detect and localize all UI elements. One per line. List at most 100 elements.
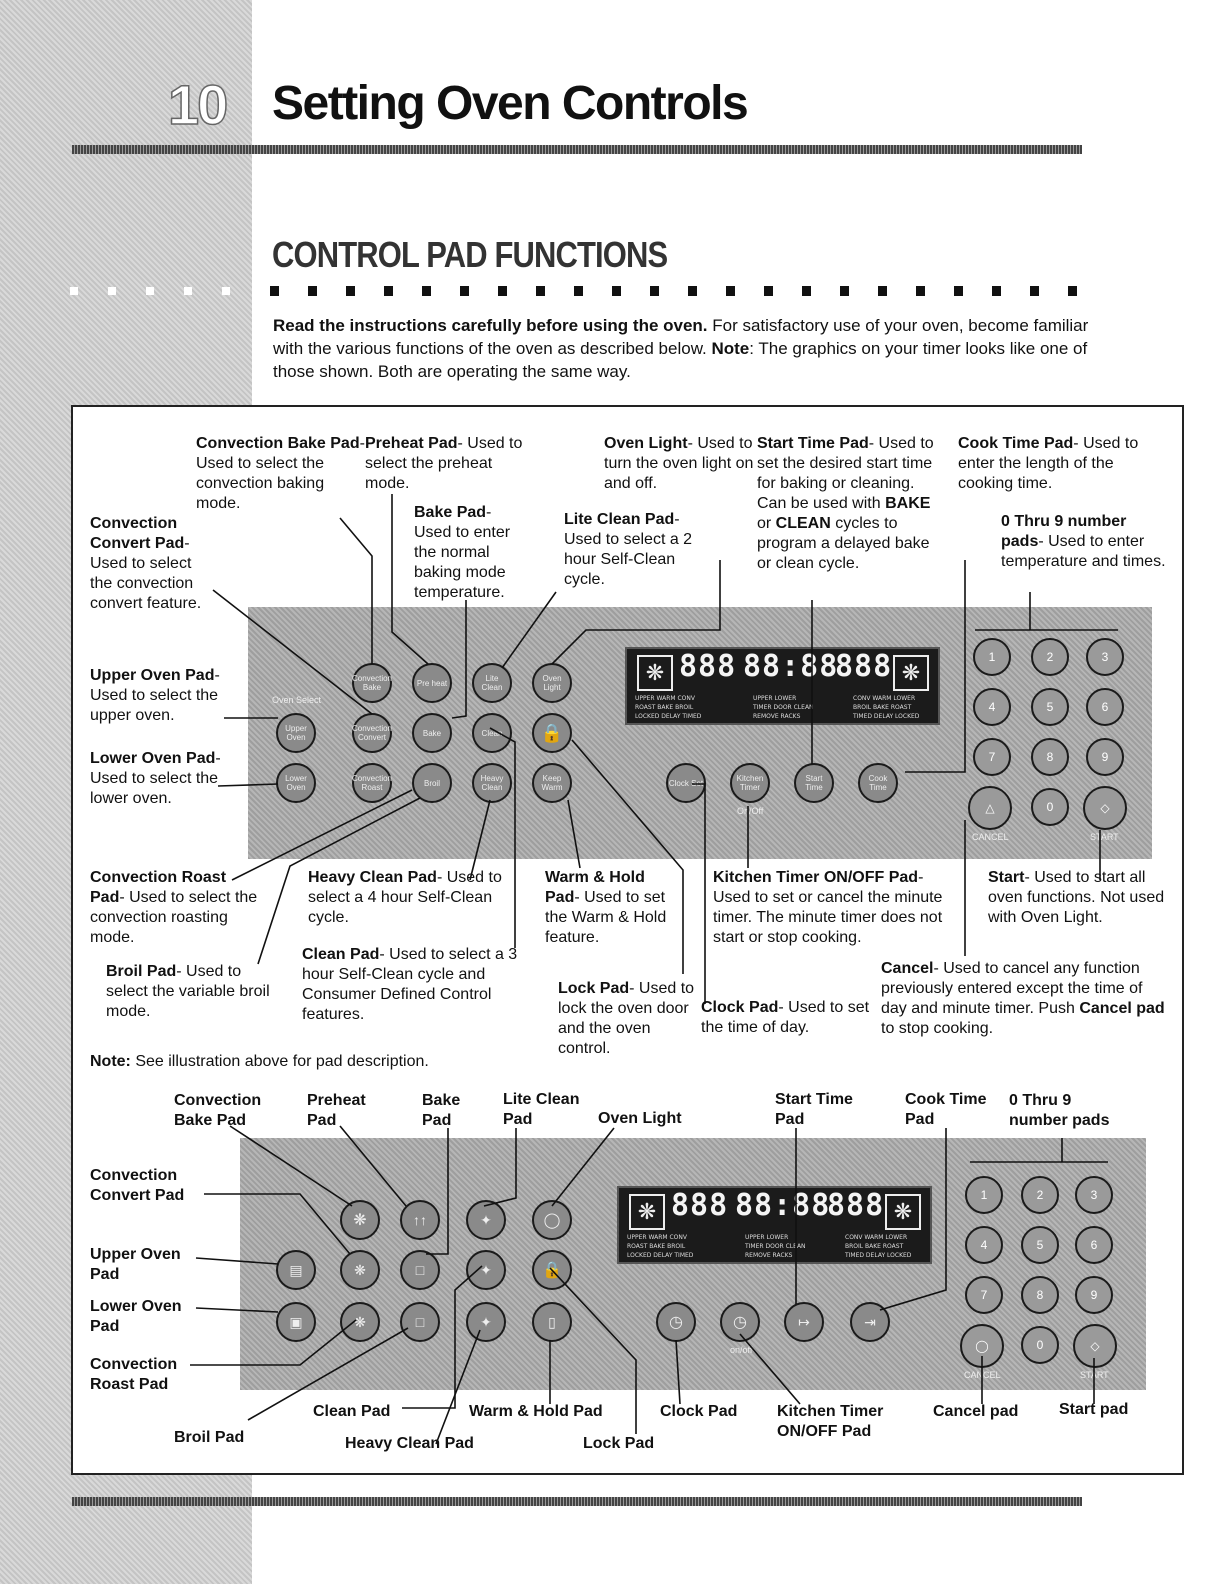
clock-button[interactable]: ◷ <box>656 1302 696 1342</box>
convection-roast-button[interactable]: ❋ <box>340 1302 380 1342</box>
oven-light-button[interactable]: ◯ <box>532 1200 572 1240</box>
number-pad-1[interactable]: 1 <box>965 1176 1003 1214</box>
bake-button[interactable]: □ <box>400 1250 440 1290</box>
number-pad-8[interactable]: 8 <box>1021 1276 1059 1314</box>
label2-warm-hold: Warm & Hold Pad <box>469 1403 603 1420</box>
intro-bold: Read the instructions carefully before u… <box>273 316 708 335</box>
section-dots <box>270 286 1080 296</box>
label-title: Preheat Pad <box>365 435 458 452</box>
label-preheat: Preheat Pad- Used to select the preheat … <box>365 434 525 494</box>
label-title: Start Time Pad <box>757 435 869 452</box>
label-text: - Used to enter the normal baking mode t… <box>414 504 511 601</box>
kitchen-timer-button[interactable]: ◷ <box>720 1302 760 1342</box>
cancel-label: CANCEL <box>972 832 1009 842</box>
number-pad-4[interactable]: 4 <box>973 688 1011 726</box>
label-title: Start <box>988 869 1025 886</box>
label2-bake: Bake Pad <box>422 1092 461 1129</box>
display-label: BROIL BAKE ROAST <box>853 704 912 711</box>
lite-clean-icon: ✦ <box>480 1211 492 1228</box>
label2-clock: Clock Pad <box>660 1403 738 1420</box>
label-kitchen-timer: Kitchen Timer ON/OFF Pad- Used to set or… <box>713 868 948 948</box>
clock-button[interactable]: Clock Set <box>666 763 706 803</box>
display-label: UPPER LOWER <box>745 1234 789 1241</box>
start-button[interactable]: ◇ <box>1083 786 1127 830</box>
convection-roast-button[interactable]: Convection Roast <box>352 763 392 803</box>
broil-button[interactable]: Broil <box>412 763 452 803</box>
label-lower-oven: Lower Oven Pad- Used to select the lower… <box>90 749 222 809</box>
number-pad-6[interactable]: 6 <box>1075 1226 1113 1264</box>
label-text: - Used to select a 2 hour Self-Clean cyc… <box>564 511 693 588</box>
number-pad-4[interactable]: 4 <box>965 1226 1003 1264</box>
number-pad-0[interactable]: 0 <box>1021 1326 1059 1364</box>
number-pad-7[interactable]: 7 <box>973 738 1011 776</box>
warm-hold-button[interactable]: ▯ <box>532 1302 572 1342</box>
number-pad-0[interactable]: 0 <box>1031 788 1069 826</box>
display-label: LOCKED DELAY TIMED <box>627 1252 694 1259</box>
convection-convert-button[interactable]: Convection Convert <box>352 713 392 753</box>
clean-button[interactable]: ✦ <box>466 1250 506 1290</box>
number-pad-2[interactable]: 2 <box>1031 638 1069 676</box>
upper-oven-button[interactable]: ▤ <box>276 1250 316 1290</box>
convection-bake-button[interactable]: ❋ <box>340 1200 380 1240</box>
number-pad-5[interactable]: 5 <box>1031 688 1069 726</box>
preheat-button[interactable]: ↑↑ <box>400 1200 440 1240</box>
display-label: TIMED DELAY LOCKED <box>845 1252 912 1259</box>
label-text: - Used to select the upper oven. <box>90 667 220 724</box>
display-panel-1: ❋ ❋ 888 88:88 888 UPPER WARM CONV ROAST … <box>625 647 940 725</box>
label-title: Clean Pad <box>302 946 380 963</box>
label-text: - Used to turn the oven light on and off… <box>604 435 754 492</box>
label-text: - Used to cancel any function previously… <box>881 960 1143 1017</box>
label-title: Convection Bake Pad <box>196 435 360 452</box>
number-pad-8[interactable]: 8 <box>1031 738 1069 776</box>
label-cook-time: Cook Time Pad- Used to enter the length … <box>958 434 1158 494</box>
number-pad-2[interactable]: 2 <box>1021 1176 1059 1214</box>
oven-light-button[interactable]: Oven Light <box>532 663 572 703</box>
convection-bake-button[interactable]: Convection Bake <box>352 663 392 703</box>
label-bold: CLEAN <box>775 515 831 532</box>
clean-button[interactable]: Clean <box>472 713 512 753</box>
upper-oven-button[interactable]: Upper Oven <box>276 713 316 753</box>
clock-digits: 88:88 <box>735 1188 831 1223</box>
lower-oven-button[interactable]: Lower Oven <box>276 763 316 803</box>
fan-icon: ❋ <box>637 655 673 691</box>
cook-time-button[interactable]: Cook Time <box>858 763 898 803</box>
lock-icon: 🔒 <box>540 722 564 743</box>
cancel-button[interactable]: △ <box>968 786 1012 830</box>
cook-time-icon: ⇥ <box>864 1313 876 1330</box>
label-clock: Clock Pad- Used to set the time of day. <box>701 998 871 1038</box>
lite-clean-button[interactable]: Lite Clean <box>472 663 512 703</box>
label2-lower-oven: Lower Oven Pad <box>90 1298 182 1335</box>
number-pad-9[interactable]: 9 <box>1086 738 1124 776</box>
lower-oven-button[interactable]: ▣ <box>276 1302 316 1342</box>
bake-button[interactable]: Bake <box>412 713 452 753</box>
label2-start-time: Start Time Pad <box>775 1091 853 1128</box>
broil-button[interactable]: □ <box>400 1302 440 1342</box>
lite-clean-button[interactable]: ✦ <box>466 1200 506 1240</box>
number-pad-6[interactable]: 6 <box>1086 688 1124 726</box>
preheat-button[interactable]: Pre heat <box>412 663 452 703</box>
start-time-button[interactable]: Start Time <box>794 763 834 803</box>
display-panel-2: ❋ ❋ 888 88:88 888 UPPER WARM CONV ROAST … <box>617 1186 932 1264</box>
lower-oven-icon: ▣ <box>289 1313 303 1330</box>
number-pad-9[interactable]: 9 <box>1075 1276 1113 1314</box>
temp-digits-right: 888 <box>835 649 893 684</box>
note-body: See illustration above for pad descripti… <box>130 1053 429 1070</box>
convection-convert-button[interactable]: ❋ <box>340 1250 380 1290</box>
label-title: Bake Pad <box>414 504 487 521</box>
heavy-clean-icon: ✦ <box>480 1313 492 1330</box>
number-pad-1[interactable]: 1 <box>973 638 1011 676</box>
warm-hold-button[interactable]: Keep Warm <box>532 763 572 803</box>
lock-button[interactable]: 🔒 <box>532 713 572 753</box>
kitchen-timer-button[interactable]: Kitchen Timer <box>730 763 770 803</box>
number-pad-3[interactable]: 3 <box>1075 1176 1113 1214</box>
label-bold: BAKE <box>885 495 931 512</box>
heavy-clean-button[interactable]: Heavy Clean <box>472 763 512 803</box>
label-bake: Bake Pad- Used to enter the normal bakin… <box>414 503 532 603</box>
label-text: - Used to select a 4 hour Self-Clean cyc… <box>308 869 502 926</box>
number-pad-5[interactable]: 5 <box>1021 1226 1059 1264</box>
start-time-button[interactable]: ↦ <box>784 1302 824 1342</box>
heavy-clean-button[interactable]: ✦ <box>466 1302 506 1342</box>
number-pad-3[interactable]: 3 <box>1086 638 1124 676</box>
number-pad-7[interactable]: 7 <box>965 1276 1003 1314</box>
start-button[interactable]: ◇ <box>1073 1324 1117 1368</box>
